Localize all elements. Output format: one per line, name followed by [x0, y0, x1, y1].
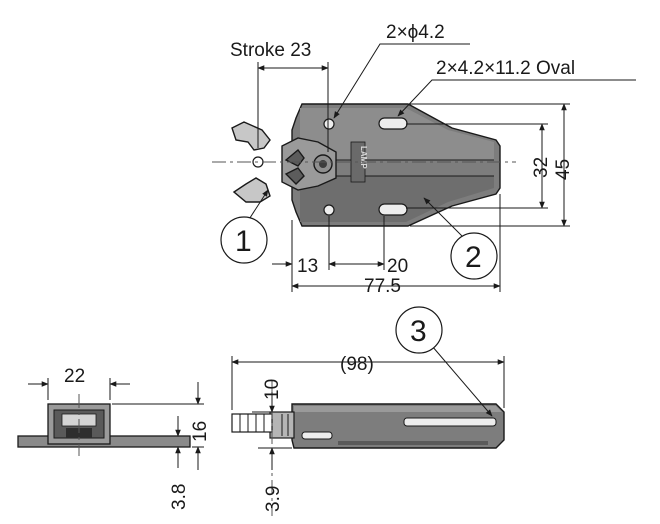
- oval-slot-label: 2×4.2×11.2 Oval: [436, 58, 575, 79]
- dimension-45: 45: [553, 159, 574, 180]
- catch-wing-upper: [231, 121, 271, 151]
- top-view: LAMP Stroke 23 2×ϕ4.2 2×4.2×11.2 Oval 32…: [212, 22, 636, 297]
- dimension-3-8: 3.8: [169, 484, 190, 510]
- callout-3-circle: [395, 306, 443, 354]
- stroke-dimension-label: Stroke 23: [230, 40, 311, 61]
- oval-slot-top: [378, 117, 408, 130]
- callout-2-circle: [450, 232, 498, 280]
- catch-wing-lower: [232, 177, 271, 203]
- dimension-3-9: 3.9: [263, 486, 284, 512]
- side-view-catch: [231, 413, 273, 433]
- mounting-hole-bottom: [323, 204, 335, 216]
- side-view: (98) 10 3.9 3: [231, 306, 505, 516]
- latch-body-lower-plane: [300, 176, 494, 222]
- callout-3-label: 3: [410, 315, 427, 348]
- side-view-slot-upper: [403, 417, 497, 427]
- dimension-77-5: 77.5: [364, 276, 401, 297]
- callout-1-label: 1: [235, 225, 252, 258]
- dimension-22: 22: [64, 366, 85, 387]
- end-view: 22 16 3.8: [17, 366, 211, 510]
- dimension-13: 13: [297, 256, 318, 277]
- callout-2-label: 2: [465, 241, 482, 274]
- dimension-20: 20: [387, 256, 408, 277]
- dimension-32: 32: [531, 157, 552, 178]
- side-view-slot-lower: [301, 431, 333, 440]
- side-view-body: [291, 403, 505, 449]
- dimension-10: 10: [262, 379, 283, 400]
- latch-body-upper-plane: [300, 108, 494, 160]
- side-view-top-band: [294, 406, 502, 412]
- oval-slot-bottom: [378, 203, 408, 216]
- dimension-98: (98): [340, 354, 374, 375]
- hole-diameter-label: 2×ϕ4.2: [386, 22, 445, 43]
- callout-1-circle: [220, 216, 268, 264]
- logo-text: LAMP: [359, 146, 368, 169]
- dimension-16: 16: [190, 421, 211, 442]
- mounting-hole-top: [323, 118, 335, 130]
